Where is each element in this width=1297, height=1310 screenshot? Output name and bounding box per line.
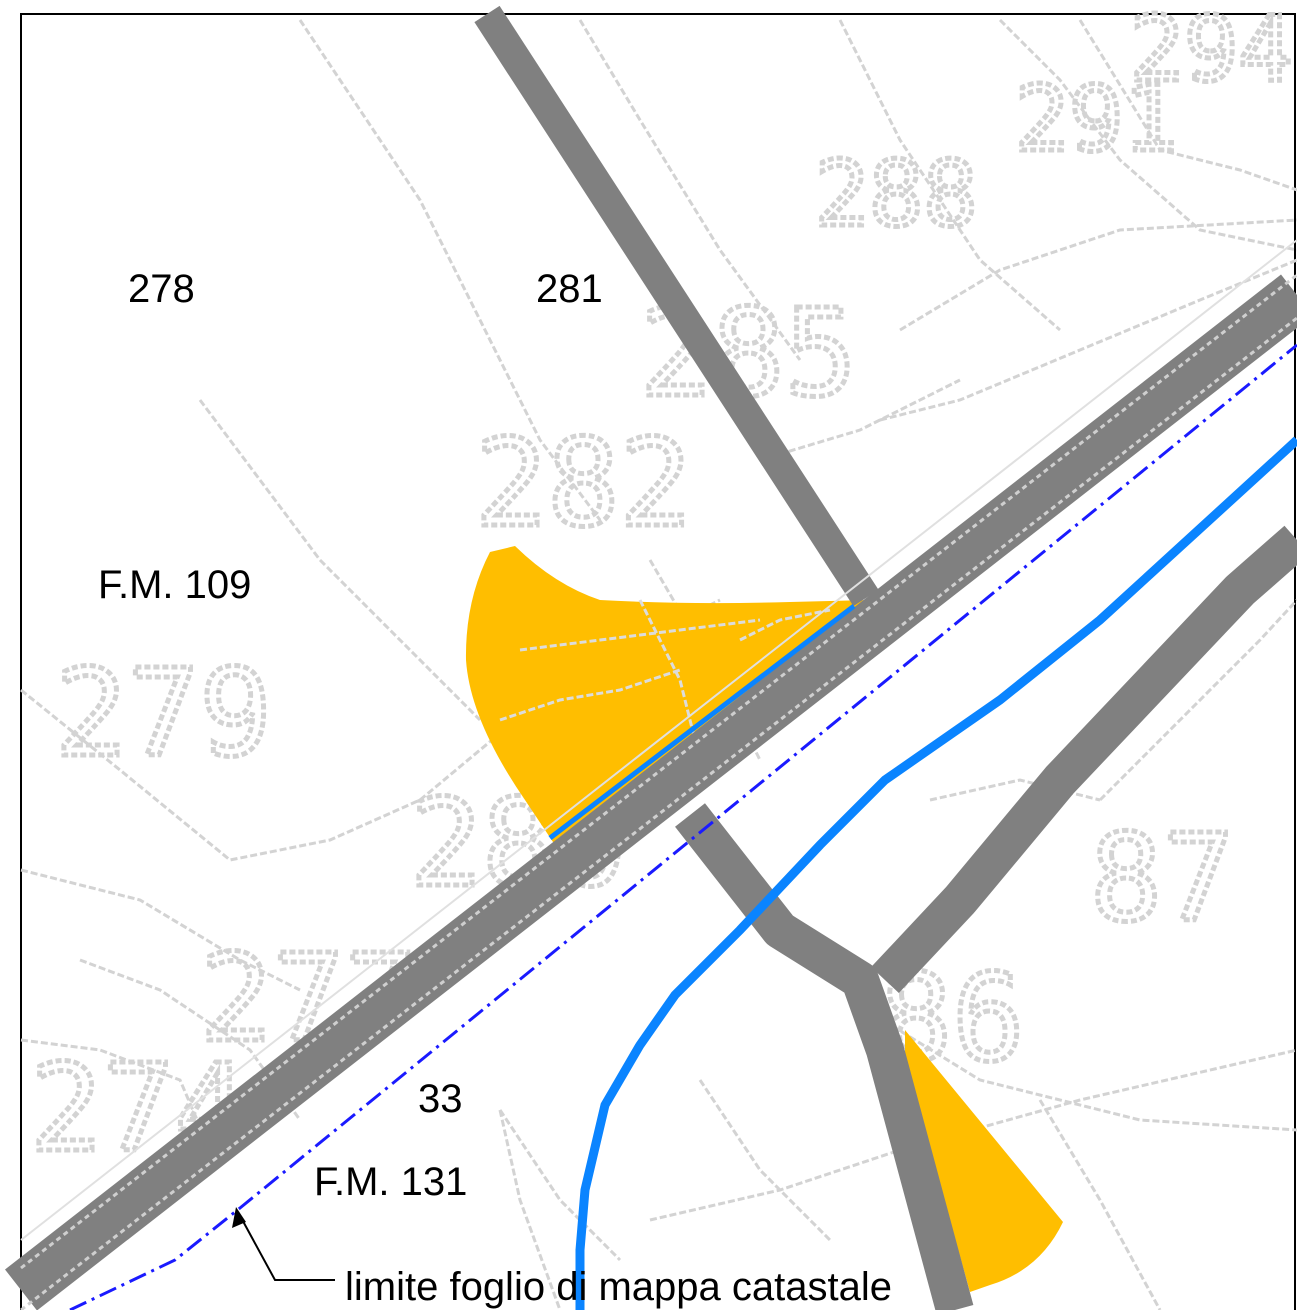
bg-number-282: 282	[475, 415, 692, 554]
sheet-label-131: F.M. 131	[314, 1160, 467, 1204]
watercourse-north-channel	[548, 604, 856, 840]
callout-text: limite foglio di mappa catastale	[345, 1265, 892, 1309]
watercourse-east	[575, 436, 1297, 1310]
parcel-label-281: 281	[536, 267, 603, 311]
highlight-area-south	[905, 1030, 1063, 1292]
road-south-east-branch	[871, 525, 1297, 993]
bg-number-279: 279	[55, 645, 272, 784]
main-road	[5, 274, 1297, 1310]
bg-number-288: 288	[815, 142, 978, 247]
sheet-label-109: F.M. 109	[98, 563, 251, 607]
road-north	[474, 5, 879, 607]
highlight-area-north	[465, 546, 870, 845]
parcel-label-278: 278	[128, 267, 195, 311]
road-south-west-branch	[675, 803, 974, 1310]
bg-number-87: 87	[1090, 810, 1235, 949]
sheet-boundary-line	[69, 343, 1297, 1310]
bg-number-291: 291	[1015, 67, 1178, 172]
parcel-label-33: 33	[418, 1077, 463, 1121]
callout-arrowhead	[232, 1207, 246, 1228]
bg-number-294: 294	[1130, 0, 1293, 102]
parallel-thin-line	[20, 239, 1297, 1241]
callout-leader	[237, 1211, 335, 1281]
